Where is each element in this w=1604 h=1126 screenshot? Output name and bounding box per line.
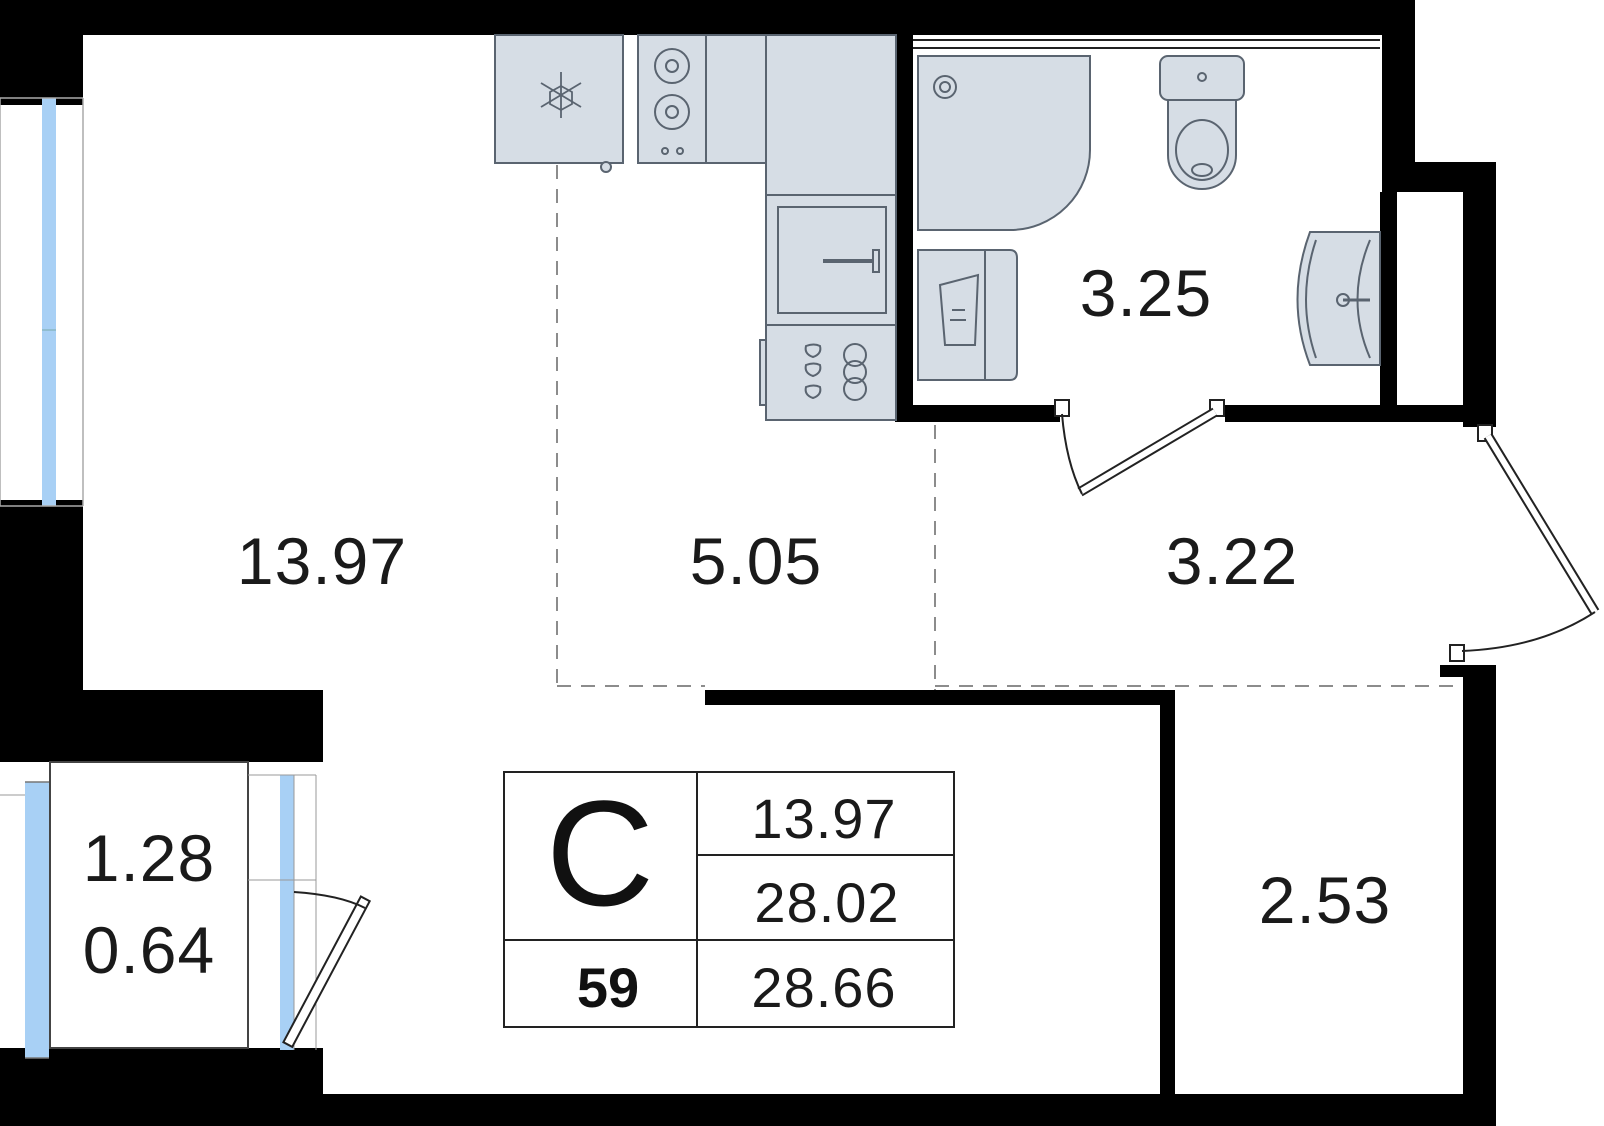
stove-icon: [637, 34, 707, 164]
info-table: С 13.97 28.02 59 28.66: [503, 769, 955, 1028]
bathroom: [913, 39, 1381, 497]
apartment-number: 59: [577, 956, 639, 1019]
total-with-balcony-value: 28.66: [751, 956, 896, 1019]
living-area-value: 13.97: [751, 787, 896, 850]
room-labels: 13.97 5.05 3.25 3.22 2.53 1.28 0.64: [83, 256, 1391, 987]
room-area-bathroom: 3.25: [1080, 256, 1212, 330]
walls: [0, 0, 1496, 1126]
room-area-balcony-reduced: 0.64: [83, 913, 215, 987]
balcony-door[interactable]: [282, 891, 372, 1049]
sink-icon: [765, 194, 897, 326]
cooktop-icon: [759, 324, 897, 421]
freezer-snowflake-icon: [494, 34, 624, 173]
washbasin-icon: [1296, 231, 1381, 366]
total-area-value: 28.02: [754, 871, 899, 934]
balcony: [0, 761, 372, 1059]
apartment-type-letter: С: [546, 769, 654, 937]
room-area-hallway: 3.22: [1166, 524, 1298, 598]
room-area-storage: 2.53: [1259, 863, 1391, 937]
entrance-door[interactable]: [1449, 424, 1600, 662]
room-area-balcony: 1.28: [83, 821, 215, 895]
room-area-living: 13.97: [237, 524, 407, 598]
bathroom-door[interactable]: [1054, 399, 1225, 497]
room-area-kitchen: 5.05: [690, 524, 822, 598]
window-left: [0, 97, 84, 507]
toilet-icon: [1159, 55, 1245, 190]
shower-icon: [917, 55, 1091, 231]
zone-lines: [556, 165, 1460, 690]
kitchen: [494, 34, 897, 421]
washing-machine-icon: [917, 249, 1018, 381]
